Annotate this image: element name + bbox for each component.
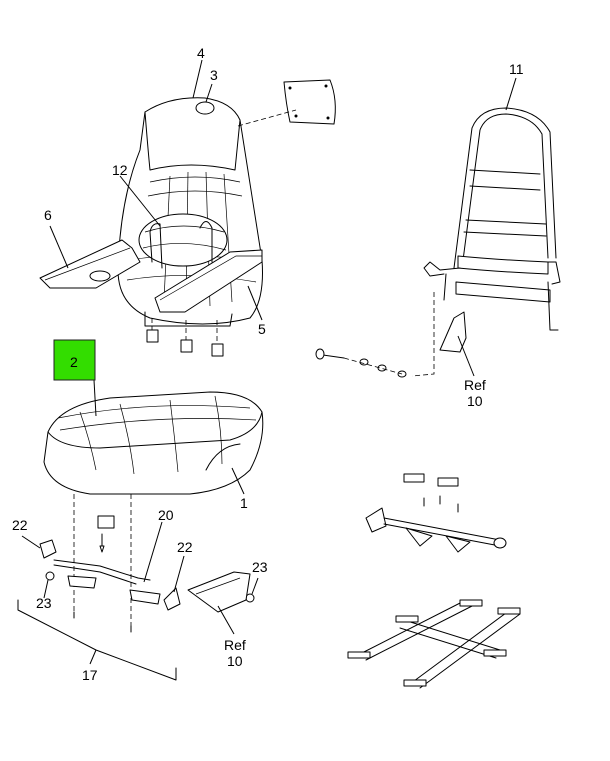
seat-back-frame: [315, 107, 561, 378]
seat-back-assembly: [39, 79, 336, 357]
seat-cushion: [43, 391, 264, 626]
handle-bracket: [187, 571, 251, 613]
headrest-knob: [195, 101, 215, 115]
callout-ref-a: Ref: [464, 377, 486, 393]
recliner-bracket: [439, 311, 467, 353]
callout-1[interactable]: 1: [240, 495, 248, 511]
callout-4[interactable]: 4: [197, 45, 205, 61]
seat-slide-rails: [347, 473, 521, 689]
callout-ref-a-number[interactable]: 10: [467, 393, 483, 409]
seat-adjuster-kit: [17, 515, 255, 681]
highlighted-callout-box[interactable]: [53, 339, 96, 381]
back-panel: [283, 79, 336, 125]
callout-6[interactable]: 6: [44, 207, 52, 223]
callout-17[interactable]: 17: [82, 667, 98, 683]
callout-3[interactable]: 3: [210, 67, 218, 83]
callout-12[interactable]: 12: [112, 162, 128, 178]
knob-cap: [163, 587, 181, 611]
callout-11[interactable]: 11: [509, 61, 524, 77]
left-armrest: [39, 239, 141, 289]
callout-labels: 4 3 12 6 5 11 Ref 10 2 1 20 22 22 23 23 …: [12, 45, 524, 683]
leader-lines: [21, 59, 517, 665]
knob-cap: [39, 539, 57, 559]
callout-ref-b: Ref: [224, 637, 246, 653]
callout-22-left[interactable]: 22: [12, 517, 28, 533]
callout-ref-b-number[interactable]: 10: [227, 653, 243, 669]
callout-2[interactable]: 2: [70, 354, 78, 370]
callout-23-right[interactable]: 23: [252, 559, 268, 575]
callout-22-right[interactable]: 22: [177, 539, 193, 555]
callout-5[interactable]: 5: [258, 321, 266, 337]
callout-23-left[interactable]: 23: [36, 595, 52, 611]
callout-20[interactable]: 20: [158, 507, 174, 523]
right-armrest: [154, 249, 263, 313]
